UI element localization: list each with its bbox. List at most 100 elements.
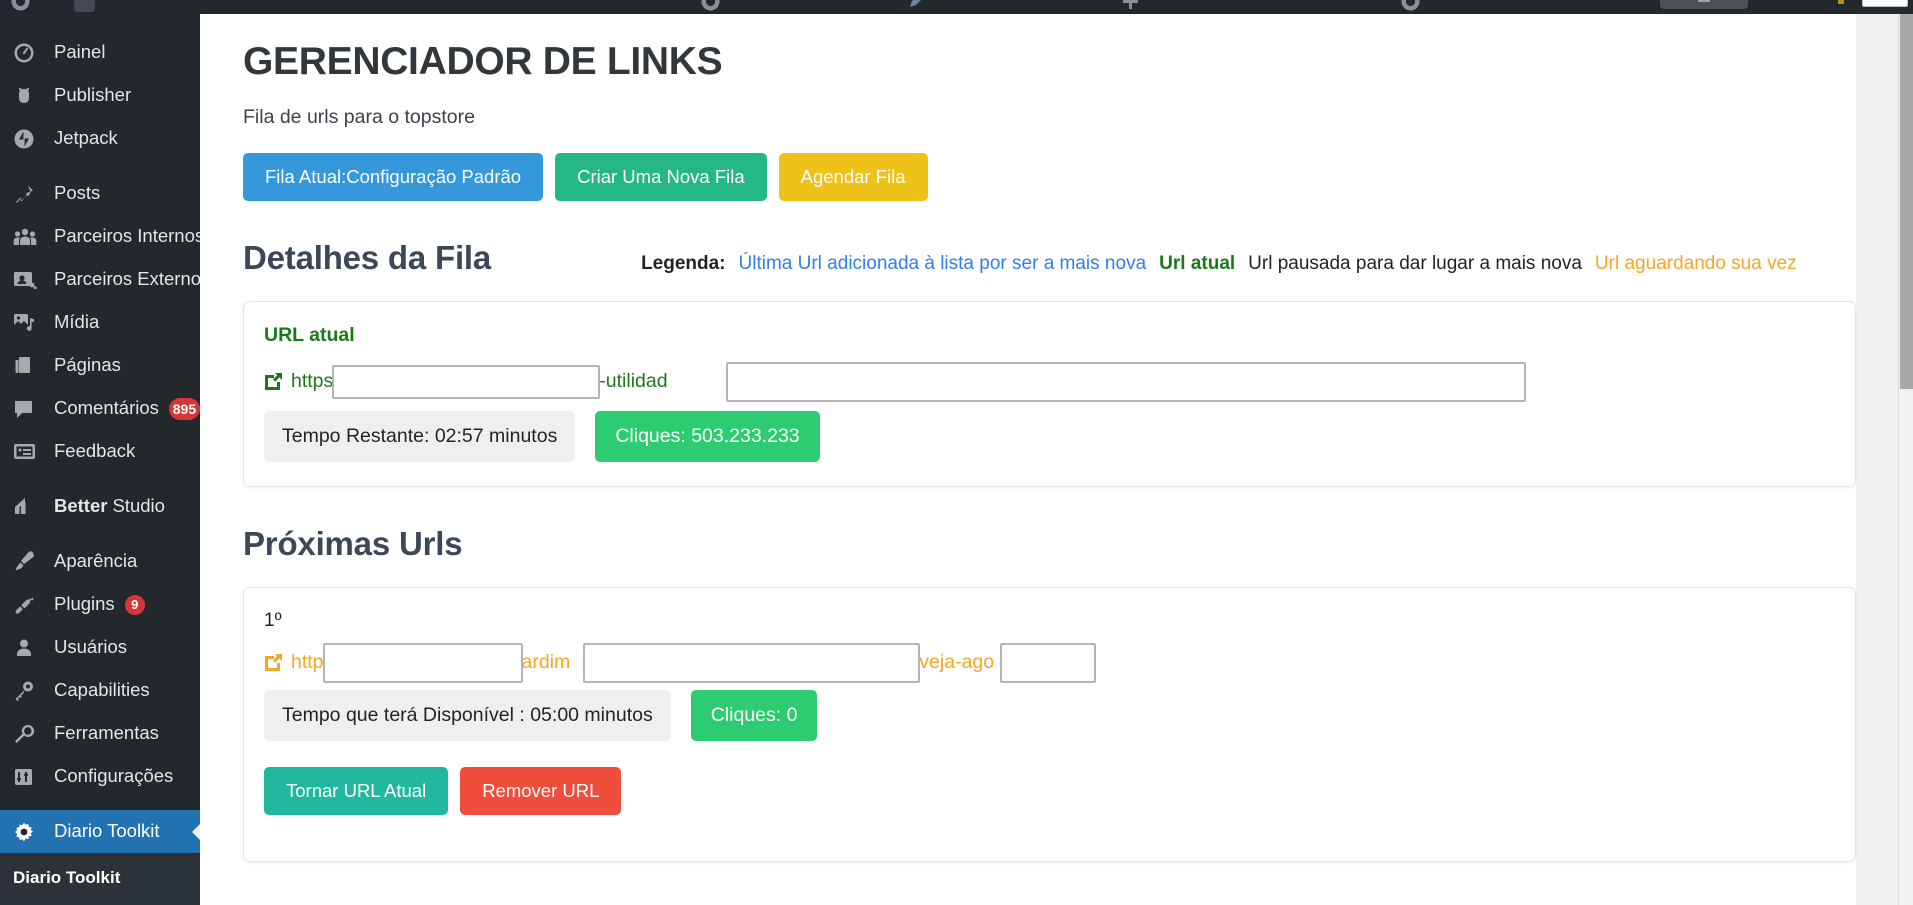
page-subtitle: Fila de urls para o topstore	[243, 105, 475, 128]
remove-url-button[interactable]: Remover URL	[460, 766, 622, 815]
scrollbar-thumb[interactable]	[1900, 14, 1913, 389]
sidebar-submenu: Diario Toolkit	[0, 853, 200, 905]
user-avatar-icon[interactable]	[1660, 0, 1748, 9]
legend-paused-url: Url pausada para dar lugar a mais nova	[1248, 252, 1582, 274]
page-scrollbar[interactable]	[1898, 14, 1913, 905]
sidebar-item-label: Parceiros Internos	[54, 225, 200, 247]
pin-icon	[13, 183, 41, 205]
key-icon	[13, 680, 41, 702]
sidebar-item-jetpack[interactable]: Jetpack	[0, 117, 200, 160]
time-remaining-pill: Tempo Restante: 02:57 minutos	[264, 410, 576, 462]
sidebar-item-capabilities[interactable]: Capabilities	[0, 669, 200, 712]
queue-details-title: Detalhes da Fila	[243, 238, 492, 276]
dashboard-icon[interactable]	[74, 0, 95, 12]
group-users-icon	[13, 226, 41, 248]
sliders-icon	[13, 766, 41, 788]
admin-bar	[0, 0, 1913, 14]
next-url-card: 1º http ardim veja-ago	[243, 586, 1856, 862]
status-badge: 9	[124, 594, 145, 615]
admin-bar-icons	[0, 0, 1913, 14]
paintbrush-icon	[13, 550, 41, 573]
pages-icon	[13, 355, 41, 377]
wrench-icon	[13, 723, 41, 745]
submenu-item-diario-toolkit[interactable]: Diario Toolkit	[13, 868, 121, 887]
sidebar-item-ferramentas[interactable]: Ferramentas	[0, 712, 200, 755]
create-queue-button[interactable]: Criar Uma Nova Fila	[555, 152, 767, 201]
current-url-label: URL atual	[264, 323, 355, 346]
sidebar-item-label: Mídia	[54, 311, 100, 333]
sidebar-item-configuracoes[interactable]: Configurações	[0, 755, 200, 798]
publisher-icon	[13, 85, 41, 107]
sidebar-item-label: Jetpack	[54, 127, 118, 149]
time-available-pill: Tempo que terá Disponível : 05:00 minuto…	[264, 689, 671, 741]
sidebar-item-label: Ferramentas	[54, 722, 159, 744]
sidebar-item-midia[interactable]: Mídia	[0, 301, 200, 344]
sidebar-item-paginas[interactable]: Páginas	[0, 344, 200, 387]
legend: Legenda: Última Url adicionada à lista p…	[641, 253, 1797, 275]
sidebar-item-label: Comentários	[54, 397, 159, 419]
next-urls-title: Próximas Urls	[243, 524, 463, 562]
sidebar-item-label: Publisher	[54, 84, 132, 106]
sidebar-item-label: Painel	[54, 41, 106, 63]
legend-current-url: Url atual	[1159, 252, 1236, 274]
feedback-icon	[13, 441, 41, 463]
current-url-meta: Tempo Restante: 02:57 minutos Cliques: 5…	[264, 410, 1835, 462]
wordpress-logo-icon[interactable]	[10, 0, 31, 12]
next-clicks-pill: Cliques: 0	[690, 689, 818, 741]
sidebar-item-publisher[interactable]: Publisher	[0, 74, 200, 117]
next-url-middle: ardim	[521, 651, 571, 674]
redacted-next-url-segment-1	[322, 642, 523, 683]
dashboard-icon	[13, 42, 41, 64]
jetpack-icon	[13, 128, 41, 150]
next-url-actions: Tornar URL Atual Remover URL	[264, 766, 1835, 815]
current-url-card: URL atual https -utilidad Tempo Restante…	[243, 300, 1856, 487]
schedule-queue-button[interactable]: Agendar Fila	[778, 152, 928, 201]
window-icon[interactable]	[1862, 0, 1908, 7]
sidebar-item-label: Diario Toolkit	[54, 820, 160, 842]
external-link-icon	[264, 653, 283, 672]
next-url-meta: Tempo que terá Disponível : 05:00 minuto…	[264, 689, 1835, 741]
sidebar-item-plugins[interactable]: Plugins 9	[0, 583, 200, 626]
current-queue-button[interactable]: Fila Atual:Configuração Padrão	[243, 152, 544, 201]
sidebar-item-label: Capabilities	[54, 679, 150, 701]
current-url-middle: -utilidad	[599, 370, 668, 393]
sidebar-item-label: Aparência	[54, 550, 138, 572]
jetpack-icon[interactable]	[1400, 0, 1421, 12]
redacted-next-url-segment-2	[583, 642, 921, 683]
edit-pencil-icon[interactable]	[905, 0, 926, 12]
next-url-tail: veja-ago	[919, 651, 995, 674]
sidebar-item-usuarios[interactable]: Usuários	[0, 626, 200, 669]
sidebar-item-label: Feedback	[54, 440, 136, 462]
sidebar-item-label: Usuários	[54, 636, 127, 658]
sidebar-item-diario-toolkit[interactable]: Diario Toolkit	[0, 810, 200, 853]
current-url-row[interactable]: https -utilidad	[264, 361, 1835, 402]
clicks-pill: Cliques: 503.233.233	[595, 410, 820, 462]
next-url-row[interactable]: http ardim veja-ago	[264, 642, 1835, 683]
queue-actions-toolbar: Fila Atual:Configuração Padrão Criar Uma…	[243, 152, 1856, 201]
make-current-url-button[interactable]: Tornar URL Atual	[264, 766, 449, 815]
sidebar-item-label: Configurações	[54, 765, 174, 787]
sidebar-item-feedback[interactable]: Feedback	[0, 430, 200, 473]
page-title: GERENCIADOR DE LINKS	[243, 40, 723, 83]
sidebar-item-parceiros-internos[interactable]: Parceiros Internos	[0, 215, 200, 258]
redacted-url-segment-1	[332, 364, 601, 399]
notification-dot-icon	[1838, 0, 1844, 4]
next-url-prefix: http	[291, 651, 324, 674]
sidebar-item-parceiros-externos[interactable]: Parceiros Externos	[0, 258, 200, 301]
plus-icon[interactable]	[1120, 0, 1141, 12]
chart-bars-icon	[13, 496, 41, 518]
sidebar-item-posts[interactable]: Posts	[0, 172, 200, 215]
gear-icon	[13, 821, 41, 843]
sidebar-item-label: Plugins	[54, 593, 115, 615]
sidebar-item-aparencia[interactable]: Aparência	[0, 540, 200, 583]
comment-bubble-icon[interactable]	[700, 0, 721, 12]
redacted-next-url-segment-3	[1000, 642, 1097, 683]
comment-bubble-icon	[13, 398, 41, 420]
sidebar-item-painel[interactable]: Painel	[0, 31, 200, 74]
media-icon	[13, 312, 41, 334]
